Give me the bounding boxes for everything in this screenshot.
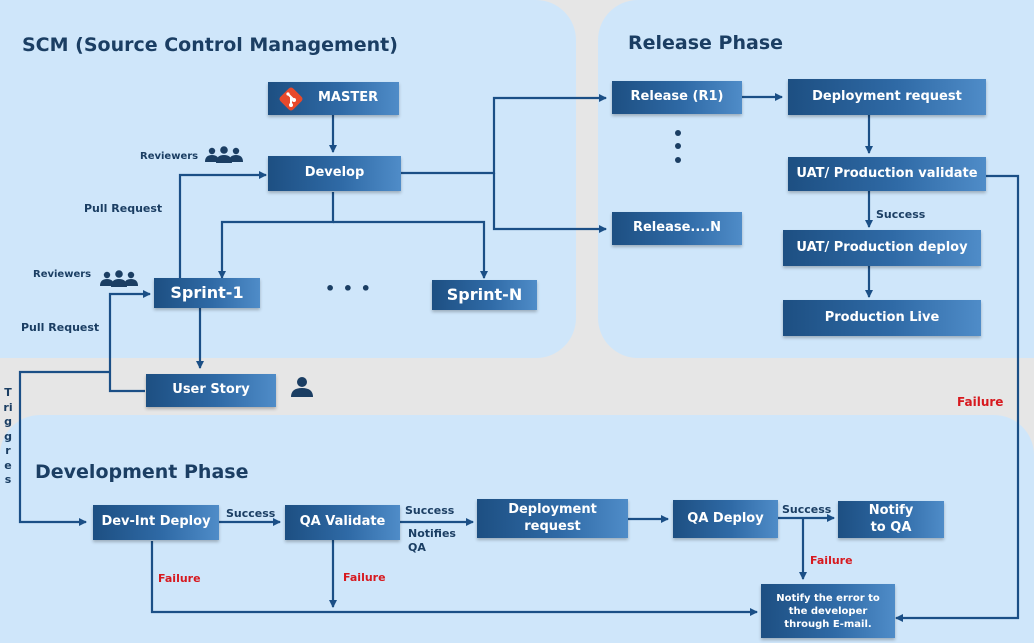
reviewers-group-icon — [203, 146, 245, 168]
release-success-label: Success — [876, 208, 926, 221]
notify-to-qa-node: Notify to QA — [838, 501, 944, 538]
dev-failure-label-2: Failure — [343, 571, 386, 584]
triggers-label: Triggres — [3, 386, 13, 486]
production-live-node: Production Live — [783, 300, 981, 336]
release-phase-title: Release Phase — [628, 32, 784, 54]
dev-int-deploy-node: Dev-Int Deploy — [93, 505, 219, 540]
dev-failure-label-3: Failure — [810, 554, 853, 567]
sprint-1-node: Sprint-1 — [154, 278, 260, 308]
release-deployment-request-node: Deployment request — [788, 79, 986, 115]
vertical-ellipsis-icon — [673, 129, 683, 169]
release-failure-label: Failure — [957, 395, 1004, 409]
sprint-n-node: Sprint-N — [432, 280, 537, 310]
dev-failure-label-1: Failure — [158, 572, 201, 585]
notify-error-node: Notify the error to the developer throug… — [761, 584, 895, 638]
dev-success-label-1: Success — [226, 507, 276, 520]
release-n-node: Release....N — [612, 212, 742, 245]
git-logo-icon — [278, 86, 304, 112]
dev-deployment-request-node: Deployment request — [477, 499, 628, 538]
qa-deploy-node: QA Deploy — [673, 500, 778, 538]
reviewers-group-icon — [98, 270, 140, 292]
master-node: MASTER — [268, 82, 399, 115]
scm-title: SCM (Source Control Management) — [22, 34, 398, 56]
user-story-node: User Story — [146, 374, 276, 407]
uat-production-deploy-node: UAT/ Production deploy — [783, 230, 981, 266]
uat-production-validate-node: UAT/ Production validate — [788, 157, 986, 191]
reviewers-label-2: Reviewers — [33, 269, 92, 280]
development-phase-title: Development Phase — [35, 461, 249, 483]
dev-success-label-3: Success — [782, 503, 832, 516]
dev-success-label-2: Success — [405, 504, 455, 517]
pull-request-label-2: Pull Request — [21, 321, 100, 334]
develop-node: Develop — [268, 156, 401, 191]
sprint-ellipsis: • • • — [325, 279, 372, 298]
qa-validate-node: QA Validate — [285, 505, 400, 540]
user-icon — [290, 376, 314, 402]
reviewers-label-1: Reviewers — [140, 151, 199, 162]
notifies-qa-label: Notifies QA — [408, 527, 456, 554]
master-label: MASTER — [318, 90, 379, 106]
release-r1-node: Release (R1) — [612, 81, 742, 114]
pull-request-label-1: Pull Request — [84, 202, 163, 215]
